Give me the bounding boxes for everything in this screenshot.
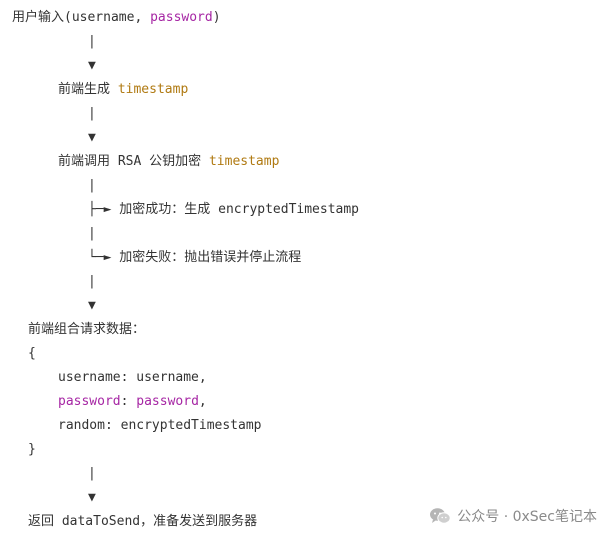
- field-random: random: encryptedTimestamp: [58, 418, 262, 433]
- flow-pipe: |: [88, 226, 96, 241]
- user-input-text: 用户输入(username,: [12, 10, 151, 25]
- field-password: password: password,: [58, 390, 207, 414]
- line-generate-timestamp: 前端生成 timestamp: [58, 78, 188, 102]
- password-sep: :: [120, 394, 137, 409]
- brace-open: {: [28, 346, 36, 361]
- timestamp-keyword: timestamp: [117, 82, 189, 97]
- flow-arrow-down-icon: ▼: [88, 298, 96, 313]
- line-rsa-encrypt: 前端调用 RSA 公钥加密 timestamp: [58, 150, 279, 174]
- flow-pipe: |: [88, 106, 96, 121]
- timestamp-keyword: timestamp: [208, 154, 280, 169]
- line-return: 返回 dataToSend，准备发送到服务器: [28, 514, 258, 529]
- password-value: password: [136, 394, 199, 409]
- line-user-input: 用户输入(username, password): [12, 6, 221, 30]
- flow-pipe: |: [88, 34, 96, 49]
- password-key: password: [58, 394, 121, 409]
- generate-text: 前端生成: [58, 82, 118, 97]
- watermark-text: 公众号 · 0xSec笔记本: [457, 509, 597, 525]
- wechat-icon: [429, 507, 451, 525]
- flow-pipe: |: [88, 466, 96, 481]
- flow-arrow-down-icon: ▼: [88, 130, 96, 145]
- branch-success: ├─► 加密成功：生成 encryptedTimestamp: [88, 202, 360, 217]
- password-keyword: password: [150, 10, 213, 25]
- brace-close: }: [28, 442, 36, 457]
- rsa-encrypt-text: 前端调用 RSA 公钥加密: [58, 154, 209, 169]
- line-compose-request: 前端组合请求数据：: [28, 322, 146, 337]
- user-input-close: ): [212, 10, 221, 25]
- branch-fail: └─► 加密失败：抛出错误并停止流程: [88, 250, 302, 265]
- field-username: username: username,: [58, 370, 207, 385]
- password-end: ,: [198, 394, 207, 409]
- watermark: 公众号 · 0xSec笔记本: [429, 506, 597, 526]
- flow-arrow-down-icon: ▼: [88, 490, 96, 505]
- flow-pipe: |: [88, 178, 96, 193]
- flow-arrow-down-icon: ▼: [88, 58, 96, 73]
- flow-pipe: |: [88, 274, 96, 289]
